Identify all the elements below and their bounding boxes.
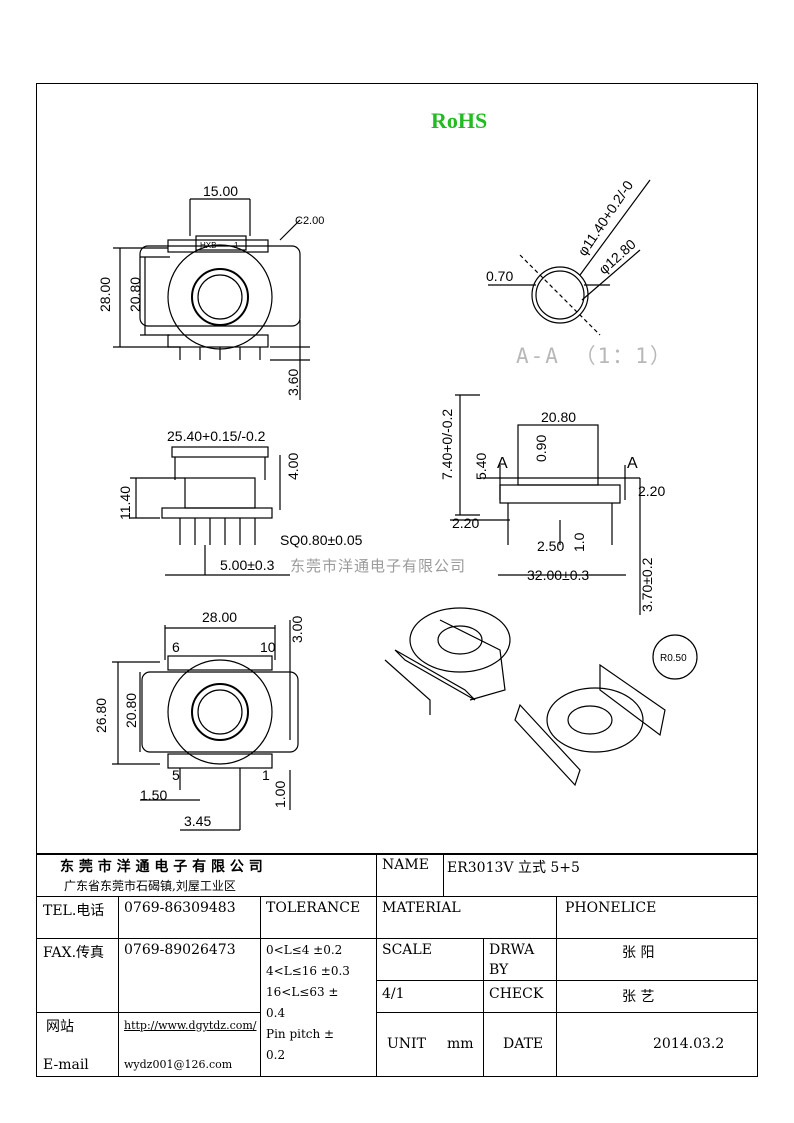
dim-height-2080: 20.80 bbox=[127, 277, 143, 312]
dim-width-3200: 32.00±0.3 bbox=[527, 567, 589, 583]
scale-value: 4/1 bbox=[382, 986, 405, 1002]
dim-100: 1.00 bbox=[272, 781, 288, 808]
company-watermark: 东莞市洋通电子有限公司 bbox=[290, 557, 467, 575]
date-label: DATE bbox=[503, 1036, 544, 1052]
dim-wall: 0.70 bbox=[486, 268, 513, 284]
dim-height-28: 28.00 bbox=[97, 277, 113, 312]
drawn-by-label-2: BY bbox=[489, 962, 509, 978]
date-value: 2014.03.2 bbox=[653, 1036, 725, 1052]
scale-label: SCALE bbox=[382, 942, 432, 958]
unit-label: UNIT bbox=[387, 1036, 426, 1052]
drawn-by-label: DRWA bbox=[489, 942, 535, 958]
section-a-left: A bbox=[497, 455, 508, 472]
tolerance-line-2: 4<L≤16 ±0.3 bbox=[266, 964, 350, 978]
isometric-view-1 bbox=[384, 607, 511, 715]
tolerance-line-5: Pin pitch ± bbox=[266, 1027, 335, 1041]
dim-400: 4.00 bbox=[285, 453, 301, 480]
dim-300: 3.00 bbox=[289, 616, 305, 643]
check-value: 张 艺 bbox=[622, 989, 655, 1005]
dim-220-right: 2.20 bbox=[638, 483, 665, 499]
dim-540: 5.40 bbox=[473, 453, 489, 480]
email-label: E-mail bbox=[43, 1057, 89, 1073]
dim-chamfer: C2.00 bbox=[295, 215, 324, 227]
dim-250: 2.50 bbox=[537, 538, 564, 554]
dim-width-2080: 20.80 bbox=[541, 409, 576, 425]
drawing-sheet-border bbox=[36, 83, 758, 1077]
dim-pin-length: 3.60 bbox=[285, 369, 301, 396]
material-label: MATERIAL bbox=[382, 900, 461, 916]
section-a-right: A bbox=[627, 455, 638, 472]
rohs-mark: RoHS bbox=[431, 108, 488, 133]
dim-pin-square: SQ0.80±0.05 bbox=[280, 532, 363, 548]
dim-150: 1.50 bbox=[140, 787, 167, 803]
tel-value: 0769-86309483 bbox=[124, 900, 236, 916]
section-view-label: A-A （1：1） bbox=[516, 344, 673, 368]
dim-height-740: 7.40+0/-0.2 bbox=[439, 409, 455, 480]
tolerance-line-1: 0<L≤4 ±0.2 bbox=[266, 943, 343, 957]
tolerance-line-4: 0.4 bbox=[266, 1006, 286, 1020]
top-view bbox=[113, 198, 310, 400]
bottom-view bbox=[112, 620, 299, 831]
dim-090: 0.90 bbox=[533, 435, 549, 462]
side-view bbox=[130, 446, 290, 576]
dim-height-1140: 11.40 bbox=[117, 486, 133, 520]
dim-flange-width: 25.40+0.15/-0.2 bbox=[167, 428, 266, 444]
mark-hxb: HXB bbox=[200, 241, 216, 250]
name-label: NAME bbox=[382, 857, 429, 873]
website-link[interactable]: http://www.dgytdz.com/ bbox=[124, 1019, 257, 1032]
fax-value: 0769-89026473 bbox=[124, 942, 236, 958]
tel-label: TEL.电话 bbox=[43, 903, 105, 919]
dim-pin-gap: 5.00±0.3 bbox=[220, 557, 275, 573]
pin-label-6: 6 bbox=[172, 639, 180, 655]
pin-label-1: 1 bbox=[262, 767, 270, 783]
part-name: ER3013V 立式 5+5 bbox=[447, 860, 580, 876]
dim-10: 1.0 bbox=[571, 532, 587, 552]
dim-height-2680: 26.80 bbox=[93, 698, 109, 733]
unit-value: mm bbox=[447, 1036, 474, 1052]
dim-width-2800: 28.00 bbox=[202, 609, 237, 625]
side-section-view bbox=[450, 394, 641, 615]
company-name: 东 莞 市 洋 通 电 子 有 限 公 司 bbox=[60, 859, 263, 875]
mark-1: 1 bbox=[234, 241, 239, 250]
tolerance-line-3: 16<L≤63 ± bbox=[266, 985, 339, 999]
dim-345: 3.45 bbox=[184, 813, 211, 829]
check-label: CHECK bbox=[489, 986, 544, 1002]
material-value: PHONELICE bbox=[565, 900, 657, 916]
dim-220-left: 2.20 bbox=[452, 515, 479, 531]
company-address: 广东省东莞市石碣镇,刘屋工业区 bbox=[64, 879, 236, 893]
dim-370: 3.70±0.2 bbox=[639, 557, 655, 612]
email-value: wydz001@126.com bbox=[124, 1058, 233, 1071]
pin-label-10: 10 bbox=[260, 639, 276, 655]
tolerance-label: TOLERANCE bbox=[266, 900, 361, 916]
dim-height-2080b: 20.80 bbox=[123, 693, 139, 728]
tolerance-line-6: 0.2 bbox=[266, 1048, 286, 1062]
pin-label-5: 5 bbox=[172, 767, 180, 783]
dim-top-width: 15.00 bbox=[203, 183, 238, 199]
fax-label: FAX.传真 bbox=[43, 945, 105, 961]
isometric-view-2 bbox=[514, 634, 698, 787]
dim-radius: R0.50 bbox=[660, 653, 687, 664]
website-label: 网站 bbox=[46, 1019, 74, 1035]
drawn-by-value: 张 阳 bbox=[622, 945, 655, 961]
section-aa-view bbox=[488, 179, 651, 336]
